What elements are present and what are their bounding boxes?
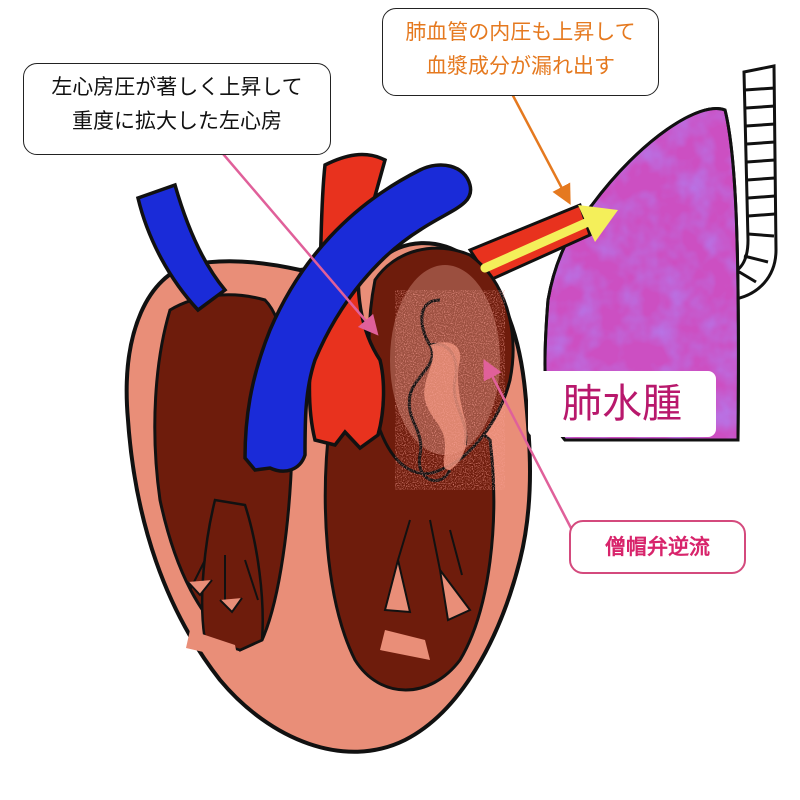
left-atrium-callout: 左心房圧が著しく上昇して 重度に拡大した左心房 [23,63,331,155]
left-atrium-callout-line1: 左心房圧が著しく上昇して [51,75,303,99]
mr-pointer [483,359,574,531]
pulmonary-edema-label: 肺水腫 [528,371,716,437]
pulmonary-vessel-callout-line2: 血漿成分が漏れ出す [426,54,615,78]
flow-arrow [480,205,618,273]
mitral-regurgitation-callout: 僧帽弁逆流 [569,520,746,574]
pulmonary-vessel-callout: 肺血管の内圧も上昇して 血漿成分が漏れ出す [382,8,659,96]
pulmonary-vessel-callout-line1: 肺血管の内圧も上昇して [405,20,636,44]
vessel-pointer [508,89,571,205]
mitral-regurgitation-label: 僧帽弁逆流 [605,535,710,559]
pulmonary-artery [243,163,473,473]
heart [124,152,592,754]
left-atrium-callout-line2: 重度に拡大した左心房 [72,109,282,133]
vena-cava [135,182,228,313]
atrium-pointer [217,147,379,336]
